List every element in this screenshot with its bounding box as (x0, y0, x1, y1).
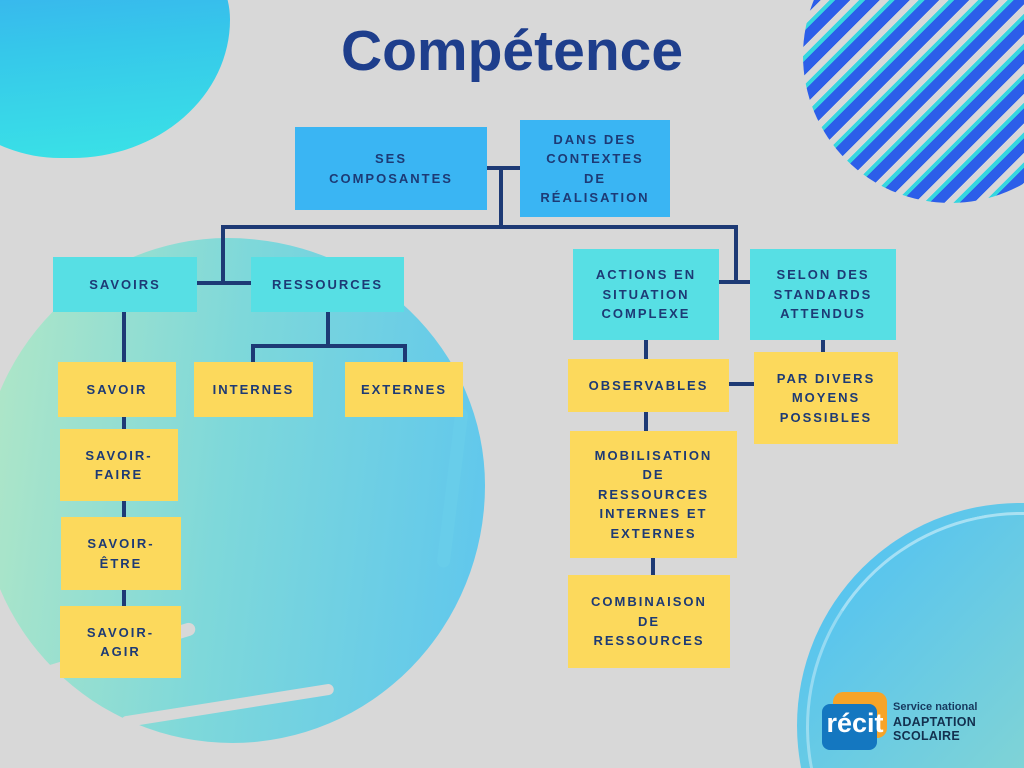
node-par-divers-moyens-label: PAR DIVERS MOYENS POSSIBLES (776, 370, 876, 425)
node-actions-situation-complexe-label: ACTIONS EN SITUATION COMPLEXE (595, 267, 697, 322)
node-savoir-label: SAVOIR (86, 381, 148, 397)
connector-savoirs-savoir (122, 312, 126, 362)
recit-logo-wordmark: récit (826, 708, 884, 738)
connector-savoir-faire (122, 417, 126, 430)
node-savoir-faire-label: SAVOIR- FAIRE (85, 447, 153, 483)
connector-ressources-drop (326, 312, 330, 348)
connector-externes-drop (403, 344, 407, 363)
connector-mobilisation-combinaison (651, 558, 655, 575)
connector-trunk (221, 225, 738, 229)
node-observables-label: OBSERVABLES (588, 377, 709, 393)
node-externes-label: EXTERNES (360, 381, 448, 397)
connector-actions-selon-stub (719, 280, 752, 284)
connector-internes-drop (251, 344, 255, 363)
node-savoir: SAVOIR (58, 362, 176, 417)
node-dans-des-contextes-label: DANS DES CONTEXTES DE RÉALISATION (540, 131, 650, 206)
connector-savoirs-ressources-stub (196, 281, 253, 285)
node-internes-label: INTERNES (212, 381, 295, 397)
node-externes: EXTERNES (345, 362, 463, 417)
node-ses-composantes: SES COMPOSANTES (295, 127, 487, 210)
node-combinaison-ressources: COMBINAISON DE RESSOURCES (568, 575, 730, 668)
node-savoir-etre-label: SAVOIR- ÊTRE (87, 536, 155, 571)
node-savoir-faire: SAVOIR- FAIRE (60, 429, 178, 501)
node-dans-des-contextes: DANS DES CONTEXTES DE RÉALISATION (520, 120, 670, 217)
node-savoir-etre: SAVOIR- ÊTRE (61, 517, 181, 590)
connector-observables-pardivers (729, 382, 754, 386)
connector-actions-observables (644, 340, 648, 360)
connector-top-stub (487, 166, 520, 170)
connector-faire-etre (122, 501, 126, 517)
connector-selon-pardivers (821, 340, 825, 353)
logo-service-line: Service national (893, 701, 978, 713)
node-mobilisation-ressources-label: MOBILISATION DE RESSOURCES INTERNES ET E… (594, 447, 713, 541)
node-mobilisation-ressources: MOBILISATION DE RESSOURCES INTERNES ET E… (570, 431, 737, 558)
connector-left-drop (221, 225, 225, 285)
connector-right-drop (734, 225, 738, 284)
logo-department-line: ADAPTATION SCOLAIRE (893, 715, 977, 743)
connector-etre-agir (122, 590, 126, 606)
node-actions-situation-complexe: ACTIONS EN SITUATION COMPLEXE (573, 249, 719, 340)
node-selon-standards-attendus-label: SELON DES STANDARDS ATTENDUS (773, 267, 873, 322)
node-ressources: RESSOURCES (251, 257, 404, 312)
node-savoirs: SAVOIRS (53, 257, 197, 312)
node-savoir-agir: SAVOIR- AGIR (60, 606, 181, 678)
recit-logo-blue-square (822, 704, 877, 750)
node-ressources-label: RESSOURCES (271, 276, 384, 292)
node-savoir-agir-label: SAVOIR- AGIR (86, 624, 155, 660)
connector-ressources-branch (251, 344, 407, 348)
node-selon-standards-attendus: SELON DES STANDARDS ATTENDUS (750, 249, 896, 340)
page-title: Compétence (340, 19, 684, 83)
connector-observables-mobilisation (644, 412, 648, 431)
connector-top-vertical (499, 166, 503, 229)
node-par-divers-moyens: PAR DIVERS MOYENS POSSIBLES (754, 352, 898, 444)
node-observables: OBSERVABLES (568, 359, 729, 412)
node-combinaison-ressources-label: COMBINAISON DE RESSOURCES (591, 594, 707, 649)
node-savoirs-label: SAVOIRS (89, 276, 161, 292)
node-internes: INTERNES (194, 362, 313, 417)
node-ses-composantes-label: SES COMPOSANTES (329, 151, 453, 186)
